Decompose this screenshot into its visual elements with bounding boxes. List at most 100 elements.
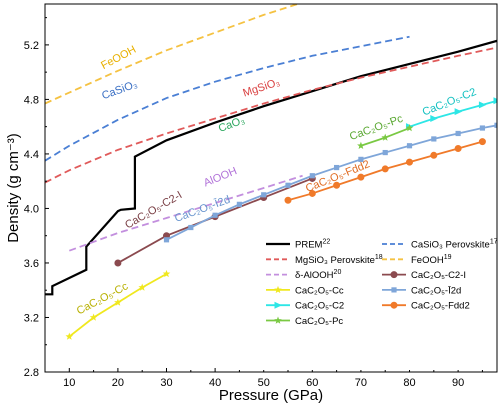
legend-item: MgSiO₃ Perovskite18 bbox=[266, 254, 383, 266]
data-point bbox=[494, 122, 497, 128]
series-4 bbox=[68, 174, 303, 252]
data-point bbox=[430, 151, 438, 159]
data-point bbox=[381, 165, 389, 173]
data-point bbox=[478, 101, 487, 109]
legend-marker bbox=[390, 271, 398, 279]
legend-marker bbox=[391, 287, 397, 293]
x-tick-label: 50 bbox=[258, 377, 270, 389]
data-point bbox=[454, 108, 463, 116]
series-1 bbox=[45, 35, 410, 162]
legend-item: CaC₂O₅-Cc bbox=[266, 285, 344, 296]
legend-item: CaC₂O₅-C2-I bbox=[382, 270, 466, 281]
data-point bbox=[261, 192, 267, 198]
legend-item: CaC₂O₅-Fdd2 bbox=[382, 301, 470, 312]
data-point bbox=[382, 149, 388, 156]
y-tick-label: 5.2 bbox=[24, 40, 39, 52]
legend-label: CaC₂O₅-Ī2d bbox=[411, 285, 461, 296]
data-point bbox=[212, 212, 218, 218]
legend-label: δ-AlOOH20 bbox=[295, 269, 341, 281]
legend-marker bbox=[274, 285, 282, 294]
data-point bbox=[163, 237, 170, 243]
legend-label: CaC₂O₅-C2 bbox=[295, 301, 344, 312]
legend-item: CaC₂O₅-Pc bbox=[266, 316, 343, 327]
legend-marker bbox=[390, 301, 398, 309]
y-tick-label: 3.6 bbox=[24, 258, 39, 270]
y-axis-label: Density (g cm⁻³) bbox=[5, 133, 22, 243]
tick-layer: 10 20 30 40 50 60 70 80 90 2.8 3.2 3.6 4.0 4.4 4.8 5.2 bbox=[24, 17, 483, 389]
series-9 bbox=[284, 138, 486, 204]
data-point bbox=[89, 313, 98, 321]
data-point bbox=[285, 182, 291, 188]
y-tick-label: 4.0 bbox=[24, 203, 39, 215]
series-annotation: CaC₂O₅-C2-I bbox=[123, 189, 184, 231]
legend-item: CaC₂O₅-Ī2d bbox=[382, 285, 461, 296]
data-point bbox=[188, 224, 194, 231]
data-point bbox=[479, 125, 486, 131]
x-tick-label: 10 bbox=[63, 377, 75, 389]
data-point bbox=[381, 133, 390, 141]
legend-item: PREM22 bbox=[266, 239, 330, 251]
legend-item: CaSiO₃ Perovskite17 bbox=[382, 239, 498, 251]
series-line bbox=[45, 46, 497, 184]
x-tick-label: 30 bbox=[160, 377, 172, 389]
data-point bbox=[406, 143, 413, 149]
series-annotation: FeOOH bbox=[99, 44, 138, 72]
series-annotation: AlOOH bbox=[202, 165, 239, 189]
data-point bbox=[455, 130, 461, 137]
data-point bbox=[357, 141, 365, 149]
data-point bbox=[358, 156, 364, 162]
data-point bbox=[308, 189, 316, 197]
series-6 bbox=[65, 269, 171, 340]
y-tick-label: 4.4 bbox=[24, 149, 39, 161]
y-tick-label: 2.8 bbox=[24, 367, 39, 379]
series-line bbox=[45, 39, 497, 296]
legend-label: CaSiO₃ Perovskite17 bbox=[411, 239, 498, 251]
data-point bbox=[493, 97, 497, 105]
x-tick-label: 70 bbox=[355, 377, 367, 389]
series-7 bbox=[163, 122, 497, 243]
x-tick-label: 60 bbox=[306, 377, 318, 389]
x-tick-label: 20 bbox=[112, 377, 124, 389]
data-point bbox=[114, 259, 122, 267]
data-point bbox=[138, 283, 147, 291]
data-point bbox=[454, 144, 462, 152]
legend-label: MgSiO₃ Perovskite18 bbox=[295, 254, 383, 266]
x-tick-label: 40 bbox=[209, 377, 221, 389]
data-point bbox=[162, 269, 171, 278]
series-3 bbox=[45, 4, 299, 105]
data-point bbox=[333, 181, 341, 189]
y-tick-label: 4.8 bbox=[24, 94, 39, 106]
x-tick-label: 90 bbox=[452, 377, 464, 389]
data-point bbox=[430, 114, 438, 122]
data-point bbox=[284, 196, 292, 204]
legend-label: CaC₂O₅-Fdd2 bbox=[411, 301, 470, 312]
series-layer bbox=[45, 4, 497, 340]
legend-item: FeOOH19 bbox=[382, 254, 452, 266]
series-10 bbox=[357, 124, 414, 149]
legend-label: FeOOH19 bbox=[411, 254, 452, 266]
data-point bbox=[357, 173, 365, 181]
x-axis-label: Pressure (GPa) bbox=[219, 387, 323, 404]
legend-label: CaC₂O₅-Cc bbox=[295, 285, 344, 296]
data-point bbox=[478, 138, 486, 146]
series-line bbox=[45, 35, 410, 162]
legend-label: CaC₂O₅-C2-I bbox=[411, 270, 466, 281]
x-tick-label: 80 bbox=[403, 377, 415, 389]
data-point bbox=[114, 298, 122, 306]
data-point bbox=[334, 164, 340, 171]
series-0 bbox=[45, 39, 497, 296]
y-tick-label: 3.2 bbox=[24, 312, 39, 324]
series-line bbox=[68, 174, 303, 252]
legend-label: CaC₂O₅-Pc bbox=[295, 316, 343, 327]
legend-item: CaC₂O₅-C2 bbox=[266, 301, 344, 312]
series-annotation: CaSiO₃ bbox=[100, 78, 139, 102]
data-point bbox=[309, 173, 315, 179]
legend-item: δ-AlOOH20 bbox=[266, 269, 341, 281]
data-point bbox=[236, 201, 243, 207]
data-point bbox=[65, 332, 74, 340]
data-point bbox=[431, 136, 437, 142]
series-annotation: CaC₂O₅-Pc bbox=[348, 113, 405, 144]
plot-frame bbox=[44, 3, 498, 373]
